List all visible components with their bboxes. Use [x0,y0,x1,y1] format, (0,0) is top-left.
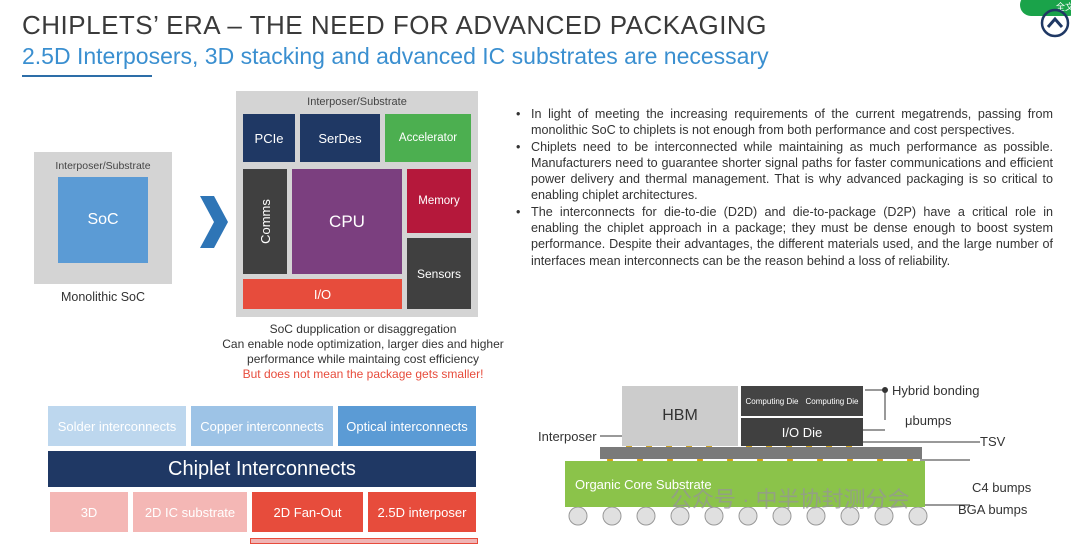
chevron-right-icon [200,196,228,248]
2d-ic-substrate-tile: 2D IC substrate [133,492,247,532]
bullet-list: In light of meeting the increasing requi… [516,106,1053,269]
accelerator-block: Accelerator [385,114,471,162]
c4-bumps-label: C4 bumps [972,480,1032,495]
fulltext-badge[interactable]: 全文 [1020,0,1071,16]
chiplet-substrate-label: Interposer/Substrate [307,96,407,108]
chiplet-interconnects-banner: Chiplet Interconnects [48,451,476,487]
bga-bumps-label: BGA bumps [958,502,1028,517]
monolithic-caption: Monolithic SoC [60,290,146,304]
interposer-layer [600,447,922,459]
monolithic-substrate-label: Interposer/Substrate [55,160,151,172]
serdes-block: SerDes [300,114,380,162]
sensors-block: Sensors [407,238,471,309]
caption-line-1: SoC dupplication or disaggregation [269,322,457,336]
hbm-block: HBM [622,386,738,446]
tsv-label: TSV [980,434,1006,449]
watermark: 公众号 · 中半协封测分会 [670,487,910,512]
optical-interconnects-tile: Optical interconnects [338,406,476,446]
solder-interconnects-tile: Solder interconnects [48,406,186,446]
pcie-block: PCIe [243,114,295,162]
page-title: CHIPLETS’ ERA – THE NEED FOR ADVANCED PA… [22,10,767,40]
memory-block: Memory [407,169,471,233]
cpu-block: CPU [292,169,402,274]
ubumps-label: μbumps [905,413,952,428]
io-block: I/O [243,279,402,309]
2-5d-interposer-tile: 2.5D interposer [368,492,476,532]
soc-block: SoC [58,177,148,263]
2d-fan-out-tile: 2D Fan-Out [252,492,363,532]
bga-bumps [568,506,928,526]
disaggregation-caption: SoC dupplication or disaggregation Can e… [178,322,548,382]
3d-tile: 3D [50,492,128,532]
comms-label: Comms [257,199,273,244]
bullet-item: The interconnects for die-to-die (D2D) a… [516,204,1053,269]
caption-line-3: performance while maintaing cost efficie… [247,352,479,366]
page-subtitle: 2.5D Interposers, 3D stacking and advanc… [22,43,769,69]
comms-block: Comms [243,169,287,274]
caption-warning: But does not mean the package gets small… [242,367,484,381]
subtitle-underline [22,75,152,77]
copper-interconnects-tile: Copper interconnects [191,406,333,446]
bullet-item: In light of meeting the increasing requi… [516,106,1053,139]
hybrid-bonding-label: Hybrid bonding [892,383,980,398]
bullet-item: Chiplets need to be interconnected while… [516,139,1053,204]
caption-line-2: Can enable node optimization, larger die… [222,337,504,351]
io-die: I/O Die [741,418,863,446]
leader-lines [600,387,980,506]
chiplet-substrate: Interposer/Substrate PCIe SerDes Acceler… [236,91,478,317]
interposer-label: Interposer [538,429,597,444]
chevron-up-icon[interactable] [1040,8,1070,38]
organic-core-substrate: Organic Core Substrate [565,461,925,507]
monolithic-substrate: Interposer/Substrate SoC [34,152,172,284]
computing-die-1: Computing Die [741,386,803,416]
computing-die-2: Computing Die [801,386,863,416]
bottom-bar [250,538,478,544]
